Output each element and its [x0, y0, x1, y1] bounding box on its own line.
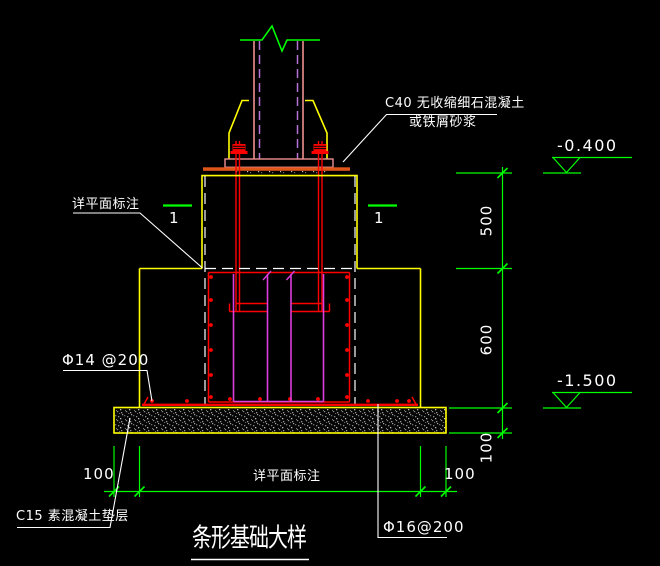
side-rebar-label: Φ14 @200 [62, 351, 150, 369]
base-plate [203, 158, 350, 171]
grout-note-line2: 或铁屑砂浆 [409, 115, 477, 130]
bottom-rebar-label: Φ16@200 [383, 518, 465, 536]
footing-outline [138, 267, 422, 408]
steel-column [240, 24, 320, 160]
cushion-label: C15 素混凝土垫层 [16, 509, 129, 524]
bottom-dimension-chain [104, 446, 457, 498]
section-mark-left-label: 1 [169, 209, 179, 227]
cushion-layer [113, 406, 447, 434]
dim-pedestal-height: 500 [477, 204, 496, 237]
grout-note-line1: C40 无收缩细石混凝土 [385, 96, 525, 111]
pedestal-outline [201, 174, 358, 269]
dim-left-overhang: 100 [83, 465, 115, 483]
annotation-leaders [17, 113, 497, 561]
drawing-title: 条形基础大样 [192, 521, 307, 554]
embedded-bars [232, 270, 325, 403]
dim-right-overhang: 100 [444, 465, 476, 483]
dim-plan-note-bottom: 详平面标注 [253, 469, 321, 484]
elevation-upper-value: -0.400 [557, 136, 618, 155]
elevation-lower-value: -1.500 [557, 371, 618, 390]
elevation-symbols [543, 156, 632, 409]
section-mark-right-label: 1 [374, 209, 384, 227]
hidden-edges [204, 176, 356, 404]
dim-cushion-height: 100 [477, 431, 496, 464]
right-dimension-chain [449, 167, 512, 439]
grout-encasement [228, 99, 328, 176]
dim-footing-height: 600 [477, 323, 496, 356]
anchor-bolts [228, 141, 331, 313]
rebar-cage [142, 271, 418, 407]
plan-note-label: 详平面标注 [72, 197, 140, 212]
